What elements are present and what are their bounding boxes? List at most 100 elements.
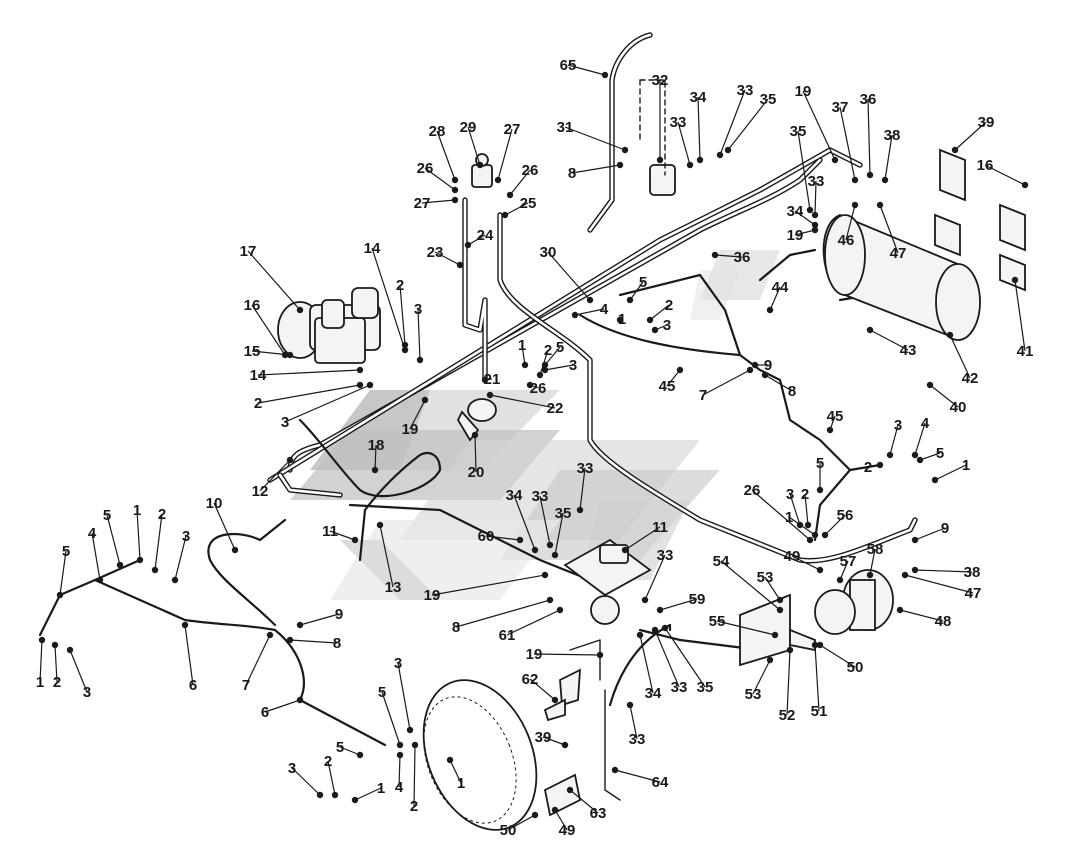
leader-line <box>702 369 751 396</box>
callout-label: 19 <box>787 227 804 244</box>
leader-line <box>484 378 493 381</box>
leader-line <box>554 809 568 831</box>
leader-line <box>259 459 291 492</box>
callout-label: 5 <box>639 274 647 291</box>
callout-label: 4 <box>921 415 930 432</box>
leader-line <box>485 535 521 541</box>
callout-label: 45 <box>659 378 676 395</box>
leader-line <box>489 394 556 409</box>
leader-line <box>467 126 481 166</box>
leader-line <box>719 89 746 156</box>
wheel <box>422 679 538 831</box>
callout-label: 33 <box>737 82 754 99</box>
leader-line <box>539 495 551 546</box>
callout-label: 3 <box>281 414 289 431</box>
callout-label: 9 <box>764 357 772 374</box>
leader-line <box>542 736 566 746</box>
callout-label: 41 <box>1017 343 1034 360</box>
callout-label: 33 <box>577 460 594 477</box>
callout-label: 8 <box>568 165 576 182</box>
leader-line <box>804 493 809 526</box>
callout-label: 3 <box>663 317 671 334</box>
leader-line <box>764 576 781 601</box>
leader-line <box>413 744 416 807</box>
callout-label: 53 <box>757 569 774 586</box>
leader-line <box>467 234 486 246</box>
callout-label: 35 <box>790 123 807 140</box>
callout-label: 59 <box>689 591 706 608</box>
leader-line <box>879 204 899 254</box>
callout-label: 64 <box>652 774 669 791</box>
leader-line <box>184 624 194 686</box>
callout-label: 4 <box>88 525 97 542</box>
callout-label: 42 <box>962 370 979 387</box>
leader-line <box>839 106 856 181</box>
callout-label: 33 <box>808 173 825 190</box>
leader-line <box>802 90 836 161</box>
leader-line <box>245 634 271 686</box>
callout-label: 33 <box>671 679 688 696</box>
leader-line <box>794 229 816 236</box>
callout-label: 5 <box>936 445 944 462</box>
leader-line <box>455 599 551 628</box>
leader-line <box>247 250 301 311</box>
callout-label: 1 <box>785 509 793 526</box>
callout-label: 2 <box>324 753 332 770</box>
callout-label: 8 <box>333 635 341 652</box>
callout-label: 3 <box>288 760 296 777</box>
components <box>277 79 1026 831</box>
leader-line <box>629 281 644 301</box>
callout-label: 11 <box>652 519 668 536</box>
callout-label: 34 <box>506 487 523 504</box>
callout-label: 1 <box>377 780 385 797</box>
leader-line <box>914 422 926 456</box>
callout-label: 3 <box>569 357 577 374</box>
callout-label: 30 <box>540 244 557 261</box>
callout-label: 36 <box>734 249 751 266</box>
leader-line <box>899 609 944 622</box>
callout-label: 37 <box>832 99 849 116</box>
callout-label: 49 <box>559 822 576 839</box>
leader-line <box>654 324 668 331</box>
callout-label: 5 <box>103 507 111 524</box>
callout-label: 50 <box>500 822 517 839</box>
callout-label: 4 <box>395 779 404 796</box>
leader-line <box>69 649 88 693</box>
leader-line <box>904 574 974 594</box>
leader-line <box>284 384 371 423</box>
leader-line <box>654 629 680 688</box>
leader-line <box>299 613 340 626</box>
leader-line <box>544 364 574 371</box>
callout-label: 62 <box>522 671 539 688</box>
callout-label: 19 <box>795 83 812 100</box>
air-tank <box>822 214 981 341</box>
callout-label: 1 <box>457 775 465 792</box>
callout-label: 55 <box>709 613 726 630</box>
leader-line <box>154 513 163 571</box>
callout-label: 52 <box>779 707 796 724</box>
leader-line <box>59 550 67 596</box>
callout-label: 34 <box>645 685 662 702</box>
callout-label: 12 <box>252 483 269 500</box>
callout-label: 3 <box>894 417 902 434</box>
leader-line <box>764 374 793 392</box>
leader-line <box>506 609 561 636</box>
callout-label: 26 <box>522 162 539 179</box>
leader-line <box>547 251 591 301</box>
callout-label: 49 <box>784 548 801 565</box>
callout-label: 39 <box>978 114 995 131</box>
leader-line <box>354 787 382 801</box>
leader-lines <box>39 64 1026 831</box>
callout-label: 32 <box>652 72 669 89</box>
leader-line <box>984 164 1026 186</box>
callout-label: 1 <box>518 337 526 354</box>
callout-label: 1 <box>962 457 970 474</box>
leader-line <box>720 560 781 611</box>
callout-label: 31 <box>557 119 574 136</box>
leader-line <box>769 286 781 311</box>
callout-label: 47 <box>890 245 907 262</box>
callout-label: 17 <box>240 243 257 260</box>
leader-line <box>697 96 701 161</box>
